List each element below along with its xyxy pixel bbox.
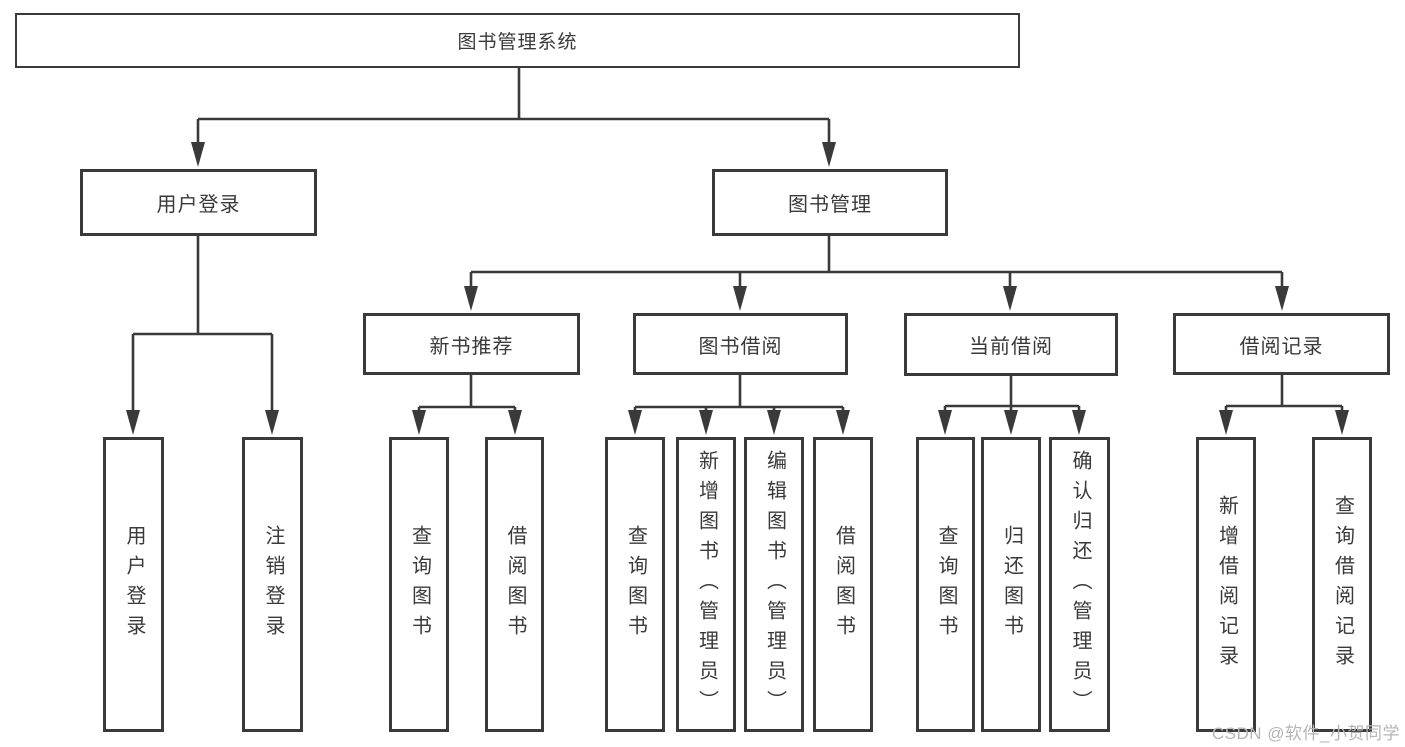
node-label: 当前借阅 [969, 336, 1053, 358]
leaf-query-borrow-record: 查询借阅记录 [1312, 437, 1372, 732]
leaf-confirm-return-admin: 确认归还（管理员） [1049, 437, 1110, 732]
leaf-label: 查询图书 [624, 524, 647, 645]
leaf-label: 归还图书 [1000, 524, 1023, 645]
leaf-label: 注销登录 [262, 524, 284, 645]
leaf-query-books-2: 查询图书 [605, 437, 665, 732]
leaf-add-books-admin: 新增图书（管理员） [676, 437, 736, 732]
node-borrow-records: 借阅记录 [1173, 313, 1390, 375]
node-root-system: 图书管理系统 [15, 13, 1020, 68]
node-label: 图书借阅 [698, 335, 783, 358]
node-label: 借阅记录 [1239, 335, 1324, 358]
node-label: 新书推荐 [429, 335, 514, 358]
leaf-label: 查询图书 [935, 524, 957, 645]
node-label: 用户登录 [156, 194, 241, 216]
leaf-label: 查询借阅记录 [1331, 494, 1354, 675]
node-label: 图书管理 [788, 194, 872, 216]
leaf-borrow-books-2: 借阅图书 [813, 437, 873, 732]
leaf-label: 查询图书 [408, 524, 431, 645]
leaf-query-books-3: 查询图书 [916, 437, 975, 732]
leaf-label: 编辑图书（管理员） [763, 449, 786, 720]
leaf-label: 新增图书（管理员） [695, 449, 718, 720]
node-user-login: 用户登录 [80, 169, 317, 236]
node-book-management: 图书管理 [712, 169, 948, 236]
leaf-label: 借阅图书 [504, 524, 526, 645]
leaf-label: 确认归还（管理员） [1069, 449, 1091, 720]
node-new-book-recommend: 新书推荐 [363, 313, 580, 375]
node-current-borrow: 当前借阅 [904, 313, 1118, 376]
leaf-edit-books-admin: 编辑图书（管理员） [744, 437, 804, 732]
node-label: 图书管理系统 [457, 32, 578, 53]
leaf-add-borrow-record: 新增借阅记录 [1196, 437, 1256, 732]
leaf-user-login: 用户登录 [103, 437, 164, 732]
leaf-query-books-1: 查询图书 [389, 437, 449, 732]
node-book-borrow: 图书借阅 [633, 313, 848, 375]
leaf-label: 新增借阅记录 [1215, 494, 1238, 675]
csdn-watermark: CSDN @软件_小贺同学 [1211, 724, 1400, 743]
leaf-return-books: 归还图书 [981, 437, 1041, 732]
leaf-borrow-books-1: 借阅图书 [485, 437, 544, 732]
leaf-logout: 注销登录 [242, 437, 303, 732]
leaf-label: 用户登录 [123, 524, 145, 645]
leaf-label: 借阅图书 [832, 524, 855, 645]
